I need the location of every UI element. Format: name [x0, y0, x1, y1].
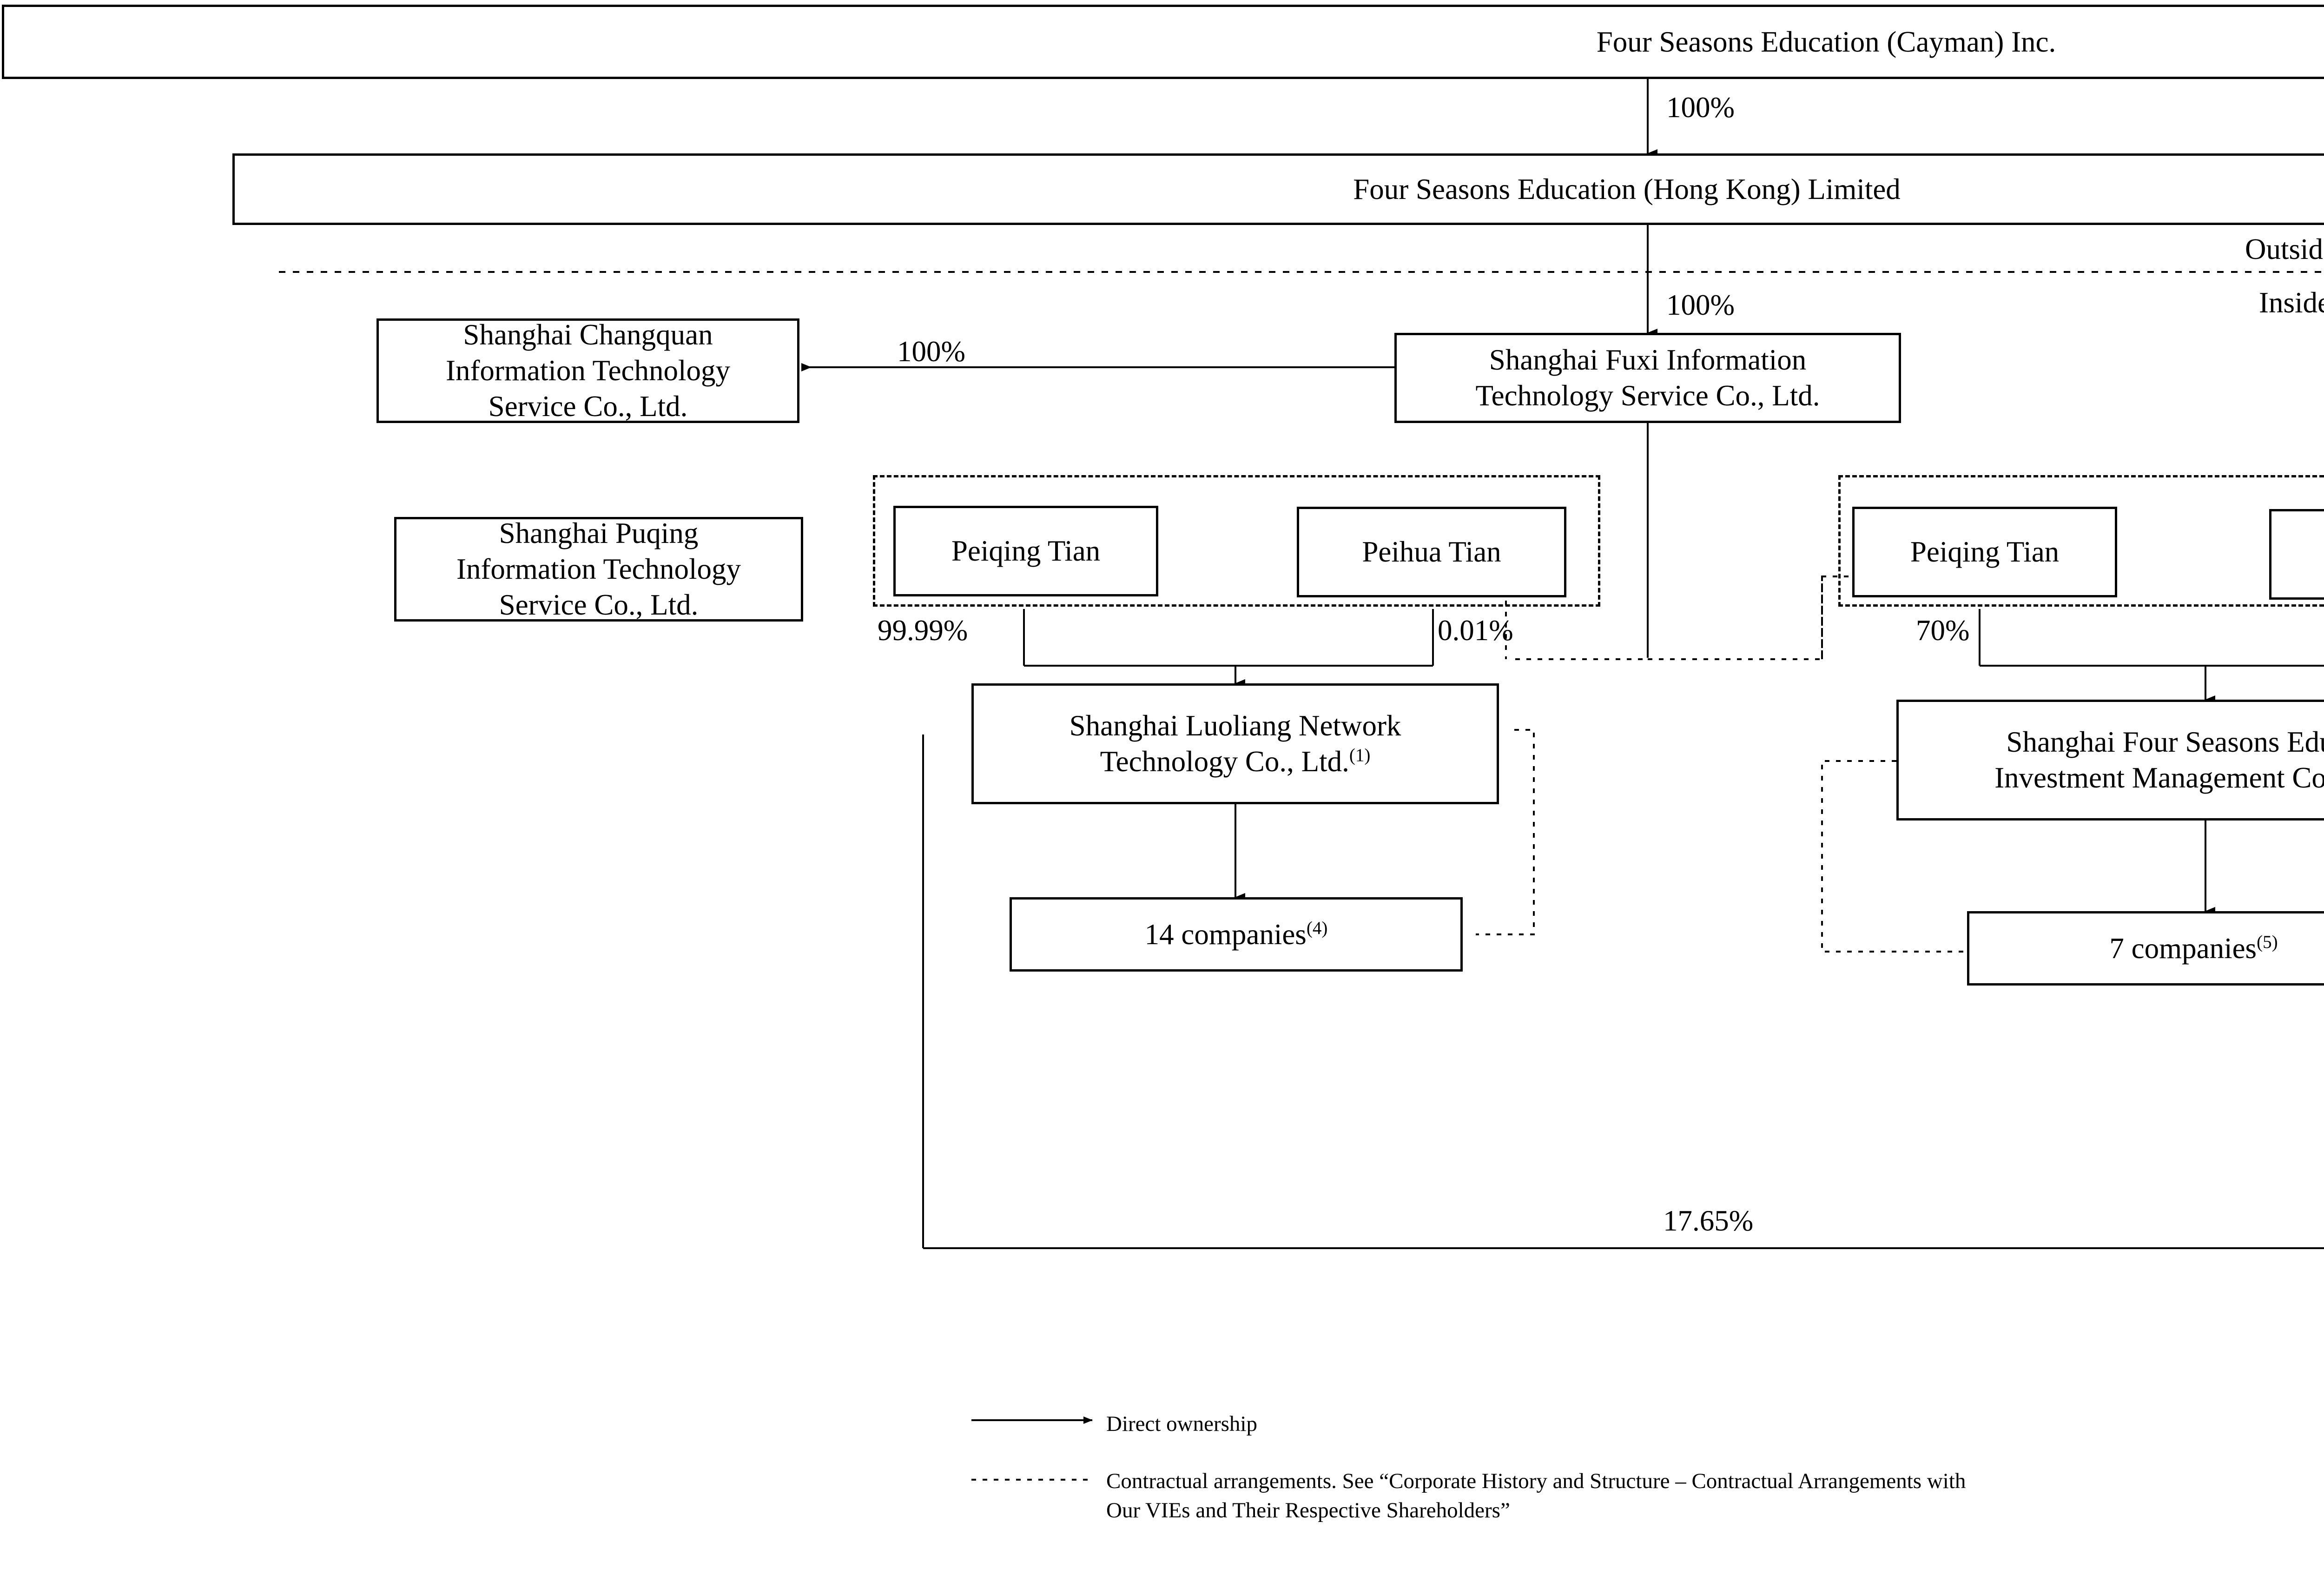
- node-luoliang-line1: Shanghai Luoliang Network: [1069, 709, 1401, 742]
- legend-contractual-line2: Our VIEs and Their Respective Shareholde…: [1106, 1498, 1510, 1522]
- label-inside-china: Inside China: [2259, 286, 2324, 319]
- shareholder-group-luoliang: [873, 475, 1600, 607]
- node-fsinv-line2-text: Investment Management Co., Ltd.: [1994, 761, 2324, 794]
- label-outside-china: Outside China: [2245, 233, 2324, 265]
- node-changquan-line3: Service Co., Ltd.: [488, 390, 688, 423]
- node-fs-investment-mgmt[interactable]: Shanghai Four Seasons Education Investme…: [1896, 700, 2324, 820]
- node-7-companies-label: 7 companies(5): [2109, 931, 2278, 966]
- node-shanghai-changquan[interactable]: Shanghai Changquan Information Technolog…: [376, 318, 799, 423]
- node-changquan-line1: Shanghai Changquan: [463, 318, 713, 351]
- node-shanghai-luoliang[interactable]: Shanghai Luoliang Network Technology Co.…: [971, 683, 1499, 804]
- node-changquan-line2: Information Technology: [445, 354, 731, 387]
- legend-direct-ownership-text: Direct ownership: [1106, 1412, 1257, 1436]
- node-hong-kong-ltd[interactable]: Four Seasons Education (Hong Kong) Limit…: [232, 153, 2324, 225]
- node-14-companies[interactable]: 14 companies(4): [1010, 897, 1463, 972]
- node-luoliang-line2-text: Technology Co., Ltd.: [1100, 745, 1349, 778]
- node-peihua-label: Peihua Tian: [1362, 536, 1501, 569]
- node-cayman-inc[interactable]: Four Seasons Education (Cayman) Inc.: [2, 5, 2324, 79]
- label-peiqing-to-luoliang: 99.99%: [878, 614, 968, 647]
- node-peiqing-left-label: Peiqing Tian: [951, 535, 1101, 568]
- node-14-companies-label: 14 companies(4): [1145, 917, 1328, 953]
- node-peiqing-tian-right[interactable]: Peiqing Tian: [1852, 507, 2117, 597]
- node-7-companies-footnote: (5): [2257, 932, 2278, 952]
- label-peihua-to-luoliang: 0.01%: [1438, 614, 1513, 647]
- node-cayman-label: Four Seasons Education (Cayman) Inc.: [1596, 25, 2056, 58]
- label-luoliang-to-gongda: 17.65%: [1663, 1204, 1754, 1237]
- vie-line-fsinv-to-7: [1821, 760, 1980, 953]
- node-puqing-line3: Service Co., Ltd.: [499, 588, 699, 621]
- node-14-companies-footnote: (4): [1306, 918, 1328, 938]
- vie-line-fuxi-to-luoliang: [1514, 653, 1649, 660]
- node-7-companies[interactable]: 7 companies(5): [1967, 911, 2324, 986]
- node-peihua-tian[interactable]: Peihua Tian: [1297, 507, 1566, 597]
- node-suhua-zhu[interactable]: Suhua Zhu: [2269, 509, 2324, 600]
- node-shanghai-fuxi[interactable]: Shanghai Fuxi Information Technology Ser…: [1394, 333, 1901, 423]
- node-fuxi-line2: Technology Service Co., Ltd.: [1475, 379, 1820, 412]
- node-hong-kong-label: Four Seasons Education (Hong Kong) Limit…: [1353, 172, 1901, 205]
- node-fsinv-line1: Shanghai Four Seasons Education: [2006, 726, 2324, 759]
- node-luoliang-footnote: (1): [1349, 745, 1371, 765]
- shareholder-group-fsinv: [1838, 475, 2324, 607]
- node-puqing-line2: Information Technology: [456, 553, 741, 586]
- node-14-companies-text: 14 companies: [1144, 918, 1307, 951]
- node-peiqing-tian-left[interactable]: Peiqing Tian: [893, 506, 1158, 596]
- label-cayman-to-hk: 100%: [1666, 91, 1735, 124]
- node-fuxi-line1: Shanghai Fuxi Information: [1489, 344, 1807, 377]
- node-luoliang-line2: Technology Co., Ltd.(1): [1100, 744, 1371, 780]
- vie-line-fuxi-to-fsinv: [1648, 576, 1850, 660]
- node-fsinv-line2: Investment Management Co., Ltd.(2): [1994, 760, 2324, 796]
- label-hk-to-fuxi: 100%: [1666, 289, 1735, 321]
- legend-contractual-line1: Contractual arrangements. See “Corporate…: [1106, 1469, 1966, 1493]
- node-7-companies-text: 7 companies: [2109, 932, 2257, 965]
- label-fuxi-to-changquan: 100%: [897, 335, 965, 368]
- node-shanghai-puqing[interactable]: Shanghai Puqing Information Technology S…: [394, 517, 803, 622]
- node-puqing-line1: Shanghai Puqing: [499, 517, 699, 550]
- label-peiqing-to-fsinv: 70%: [1916, 614, 1970, 647]
- node-peiqing-right-label: Peiqing Tian: [1910, 536, 2060, 569]
